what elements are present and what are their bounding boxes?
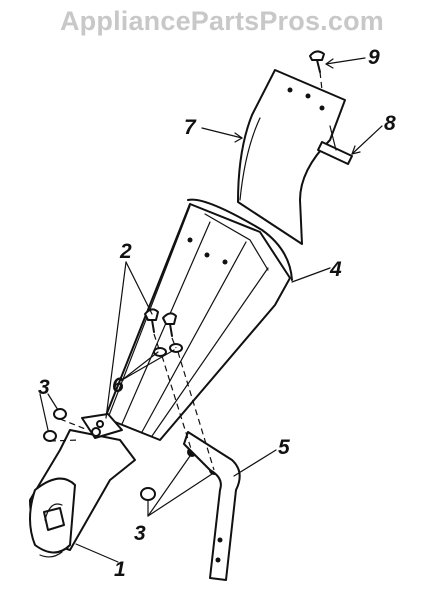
callout-1: 1: [114, 558, 126, 581]
callout-2: 2: [119, 240, 132, 263]
callout-3-lower: 3: [134, 522, 146, 545]
discharge-chute: [104, 198, 293, 441]
pivot-rod: [317, 125, 353, 165]
chute-base: [29, 429, 136, 558]
deflector-plate: [237, 69, 346, 245]
callout-8: 8: [384, 112, 396, 135]
callout-5: 5: [278, 436, 290, 459]
alignment-lines: [49, 71, 323, 471]
callout-4: 4: [329, 258, 342, 281]
screw-9: [309, 50, 325, 73]
callout-6: 6: [112, 374, 124, 397]
leader-lines: [39, 57, 383, 563]
chute-collar: [81, 413, 123, 439]
bolts-2: [144, 308, 177, 337]
callout-9: 9: [368, 46, 380, 69]
callout-7: 7: [184, 116, 197, 139]
callout-3-left: 3: [38, 376, 50, 399]
support-bracket: [183, 431, 241, 581]
watermark: AppliancePartsPros.com: [59, 6, 384, 36]
